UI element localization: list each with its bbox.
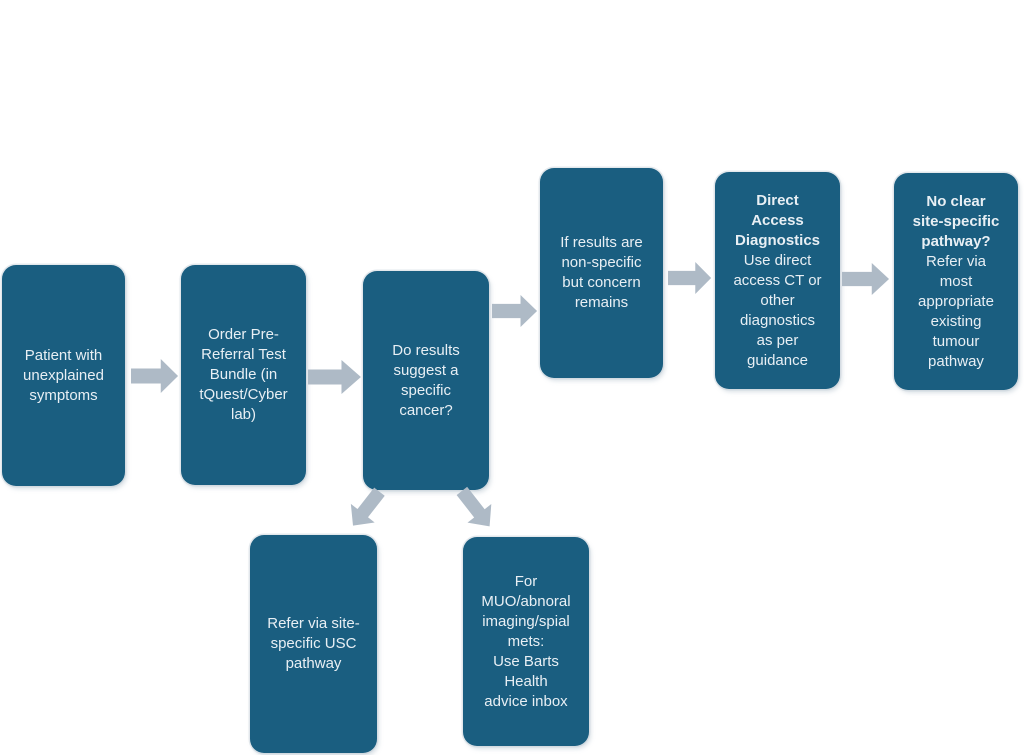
flow-node-no-site-specific-pathway: No clear site-specific pathway? Refer vi… [894, 173, 1018, 390]
node-text: Do results suggest a specific cancer? [392, 341, 460, 419]
node-text: If results are non-specific but concern … [560, 234, 643, 311]
node-text: Refer via most appropriate existing tumo… [918, 252, 994, 370]
node-text: Patient with unexplained symptoms [23, 346, 104, 404]
arrow-right-icon [308, 359, 362, 395]
node-title: No clear site-specific pathway? [912, 192, 1000, 250]
node-text: Refer via site- specific USC pathway [267, 615, 360, 672]
arrow-right-icon [131, 358, 179, 394]
arrow-right-icon [842, 262, 890, 296]
arrow-down-left-icon [340, 482, 392, 536]
node-text: Order Pre- Referral Test Bundle (in tQue… [199, 326, 288, 423]
node-text: For MUO/abnoral imaging/spial mets: Use … [481, 572, 571, 710]
arrow-right-icon [492, 294, 538, 328]
flow-node-direct-access-diagnostics: Direct Access Diagnostics Use direct acc… [715, 172, 840, 389]
flow-node-pre-referral-test-bundle: Order Pre- Referral Test Bundle (in tQue… [181, 265, 306, 485]
flow-node-usc-pathway: Refer via site- specific USC pathway [250, 535, 377, 753]
node-title: Direct Access Diagnostics [734, 191, 821, 249]
flow-node-results-suggest-cancer: Do results suggest a specific cancer? [363, 271, 489, 490]
flow-node-nonspecific-concern: If results are non-specific but concern … [540, 168, 663, 378]
node-text: Use direct access CT or other diagnostic… [733, 251, 822, 369]
flow-node-advice-inbox: For MUO/abnoral imaging/spial mets: Use … [463, 537, 589, 746]
flow-node-patient-symptoms: Patient with unexplained symptoms [2, 265, 125, 486]
arrow-down-right-icon [449, 481, 503, 537]
arrow-right-icon [668, 261, 712, 295]
